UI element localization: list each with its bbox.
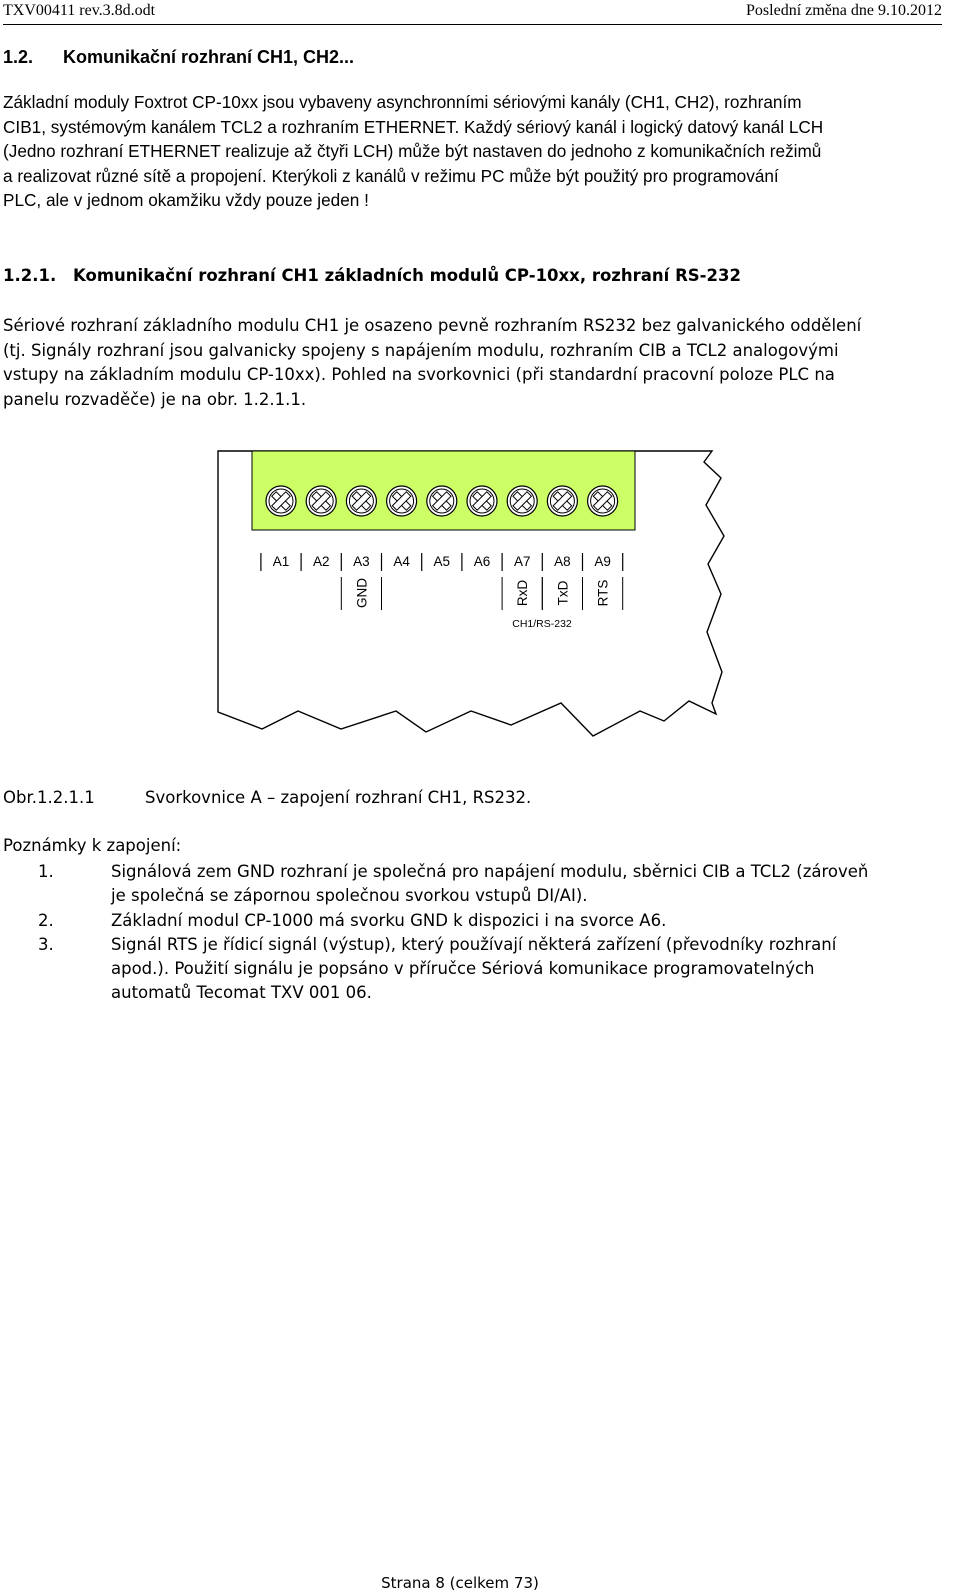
- subsection-heading: 1.2.1. Komunikační rozhraní CH1 základníc…: [3, 266, 741, 285]
- paragraph-line: PLC, ale v jednom okamžiku vždy pouze je…: [3, 190, 369, 210]
- terminal-screws: [265, 485, 619, 517]
- paragraph-line: (Jedno rozhraní ETHERNET realizuje až čt…: [3, 141, 822, 161]
- header-filename: TXV00411 rev.3.8d.odt: [3, 2, 156, 19]
- caption-number: Obr.1.2.1.1: [3, 788, 95, 807]
- page-footer: Strana 8 (celkem 73): [381, 1574, 539, 1592]
- note-line: Základní modul CP-1000 má svorku GND k d…: [111, 910, 667, 930]
- terminal-screw: [586, 485, 619, 517]
- signal-label: RTS: [596, 580, 611, 607]
- note-line: Signál RTS je řídicí signál (výstup), kt…: [111, 934, 837, 954]
- module-outline: [217, 450, 725, 737]
- terminal-label: A4: [393, 554, 410, 569]
- terminal-screw: [506, 485, 538, 517]
- note-number: 3.: [38, 934, 54, 954]
- note-line: je společná se zápornou společnou svorko…: [111, 886, 588, 906]
- note-item: 3. Signál RTS je řídicí signál (výstup),…: [3, 933, 943, 1006]
- terminal-label: A5: [434, 554, 451, 569]
- terminal-label: A6: [474, 554, 491, 569]
- subsection-title: Komunikační rozhraní CH1 základních modu…: [73, 266, 741, 285]
- terminal-label: A3: [353, 554, 370, 569]
- terminal-screw: [386, 485, 418, 517]
- note-item: 1. Signálová zem GND rozhraní je společn…: [3, 860, 943, 909]
- terminal-label: A9: [594, 554, 611, 569]
- paragraph-line: (tj. Signály rozhraní jsou galvanicky sp…: [3, 340, 839, 360]
- note-text: Signálová zem GND rozhraní je společná p…: [111, 860, 943, 909]
- section-number: 1.2.: [3, 47, 34, 67]
- note-text: Signál RTS je řídicí signál (výstup), kt…: [111, 933, 943, 1006]
- terminal-screw: [546, 485, 579, 517]
- note-number: 1.: [38, 862, 54, 881]
- header-last-change: Poslední změna dne 9.10.2012: [746, 2, 942, 19]
- signal-label: RxD: [515, 580, 530, 606]
- paragraph-line: panelu rozvaděče) je na obr. 1.2.1.1.: [3, 389, 307, 409]
- signal-label: TxD: [555, 580, 570, 605]
- note-item: 2. Základní modul CP-1000 má svorku GND …: [3, 909, 943, 933]
- paragraph-line: Sériové rozhraní základního modulu CH1 j…: [3, 316, 862, 335]
- note-line: automatů Tecomat TXV 001 06.: [111, 983, 372, 1003]
- terminal-label: A2: [313, 554, 330, 569]
- terminal-screw: [426, 485, 458, 517]
- note-line: Signálová zem GND rozhraní je společná p…: [111, 862, 869, 881]
- paragraph-line: vstupy na základním modulu CP-10xx). Poh…: [3, 365, 835, 384]
- paragraph-line: a realizovat různé sítě a propojení. Kte…: [3, 165, 779, 186]
- note-line: apod.). Použití signálu je popsáno v pří…: [111, 959, 815, 979]
- group-label: CH1/RS-232: [512, 618, 572, 630]
- terminal-screw: [345, 485, 377, 517]
- terminal-screw: [265, 485, 297, 517]
- note-number: 2.: [38, 910, 54, 930]
- terminal-label: A8: [554, 554, 571, 569]
- notes-title: Poznámky k zapojení:: [3, 836, 182, 855]
- signal-label: GND: [354, 578, 369, 608]
- caption-text: Svorkovnice A – zapojení rozhraní CH1, R…: [145, 788, 532, 807]
- terminal-screw: [466, 485, 498, 517]
- subsection-number: 1.2.1.: [3, 266, 57, 285]
- notes-list: 1. Signálová zem GND rozhraní je společn…: [3, 860, 943, 1006]
- section-paragraph: Základní moduly Foxtrot CP-10xx jsou vyb…: [3, 90, 948, 213]
- section-title: Komunikační rozhraní CH1, CH2...: [63, 47, 355, 67]
- subsection-paragraph: Sériové rozhraní základního modulu CH1 j…: [3, 314, 948, 412]
- terminal-screw: [305, 485, 337, 517]
- terminal-label: A1: [273, 554, 290, 569]
- section-heading: 1.2. Komunikační rozhraní CH1, CH2...: [3, 47, 354, 68]
- figure-caption: Obr.1.2.1.1 Svorkovnice A – zapojení rozh…: [3, 788, 531, 807]
- note-text: Základní modul CP-1000 má svorku GND k d…: [111, 909, 943, 933]
- terminal-label: A7: [514, 554, 531, 569]
- paragraph-line: Základní moduly Foxtrot CP-10xx jsou vyb…: [3, 92, 802, 112]
- paragraph-line: CIB1, systémovým kanálem TCL2 a rozhraní…: [3, 116, 824, 137]
- header-rule: [3, 24, 942, 25]
